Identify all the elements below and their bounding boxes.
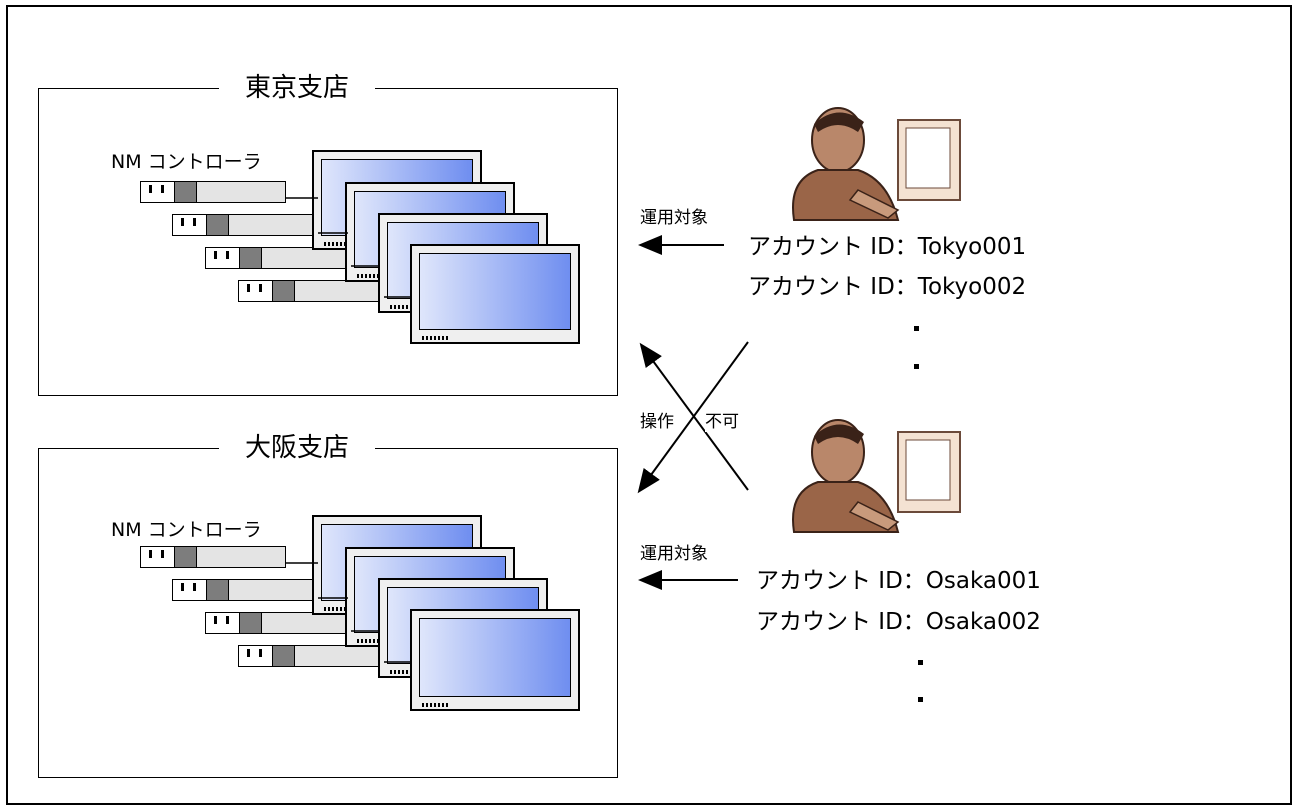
operation-target-label-tokyo: 運用対象: [640, 208, 708, 228]
continuation-dot: [918, 660, 923, 665]
connectors-overlay: [286, 107, 961, 663]
person-at-computer-icon: [792, 419, 961, 533]
cross-label-left: 操作: [640, 412, 674, 432]
branch-title-osaka: 大阪支店: [219, 433, 376, 463]
connector-line: [286, 197, 412, 298]
controller-unit-icon: [238, 280, 384, 302]
cross-arrow: [639, 342, 749, 491]
branch-title-tokyo: 東京支店: [219, 73, 376, 103]
person-at-computer-icon: [792, 107, 961, 221]
account-id-tokyo-1: アカウント ID：Tokyo001: [748, 234, 1027, 260]
display-monitor-icon: [410, 244, 580, 344]
account-id-osaka-1: アカウント ID：Osaka001: [756, 568, 1041, 594]
connector-line: [286, 562, 412, 663]
cross-label-right: 不可: [705, 412, 739, 432]
controller-label-osaka: NM コントローラ: [111, 519, 262, 541]
controller-unit-icon: [172, 214, 318, 236]
controller-unit-icon: [205, 612, 351, 634]
cross-arrow: [637, 341, 749, 494]
controller-unit-icon: [205, 247, 351, 269]
continuation-dot: [914, 326, 919, 331]
controller-unit-icon: [172, 579, 318, 601]
controller-unit-icon: [140, 546, 286, 568]
continuation-dot: [918, 697, 923, 702]
controller-label-tokyo: NM コントローラ: [111, 151, 262, 173]
continuation-dot: [914, 364, 919, 369]
controller-unit-icon: [140, 181, 286, 203]
operation-target-label-osaka: 運用対象: [640, 544, 708, 564]
account-id-osaka-2: アカウント ID：Osaka002: [756, 609, 1041, 635]
branch-box-tokyo: 東京支店 NM コントローラ: [38, 73, 618, 396]
controller-unit-icon: [238, 645, 384, 667]
account-id-tokyo-2: アカウント ID：Tokyo002: [748, 274, 1027, 300]
display-monitor-icon: [410, 609, 580, 711]
